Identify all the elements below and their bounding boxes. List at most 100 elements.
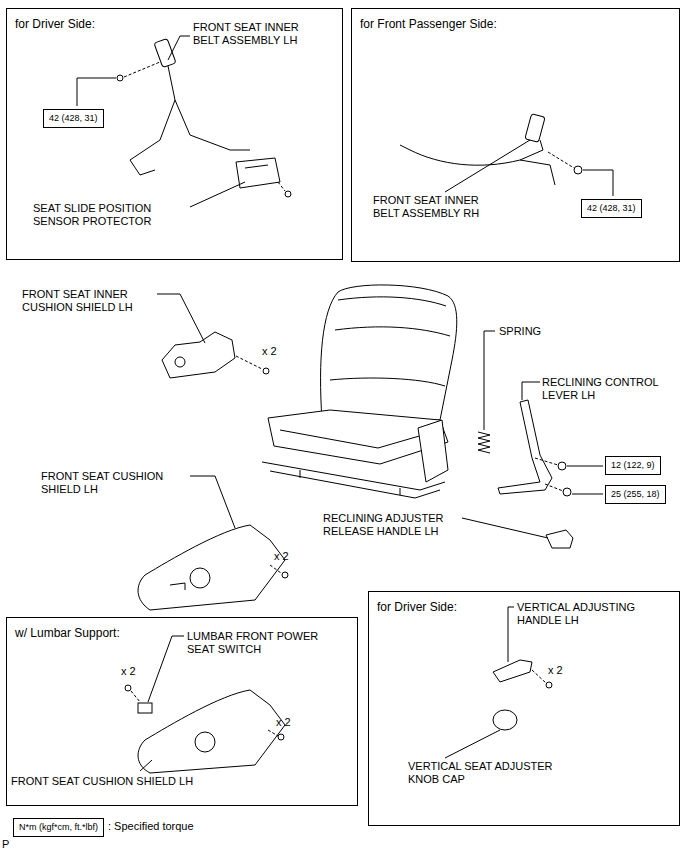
drawing-stroke bbox=[77, 78, 116, 106]
release-handle bbox=[546, 530, 573, 548]
drawing-stroke bbox=[558, 462, 566, 470]
torque-box: 25 (255, 18) bbox=[605, 485, 666, 504]
part-name: FRONT SEAT CUSHION SHIELD LH bbox=[11, 775, 193, 788]
drawing-stroke bbox=[236, 356, 262, 369]
drawing-stroke bbox=[493, 660, 532, 682]
drawing-stroke bbox=[285, 191, 291, 197]
variant-panel: for Driver Side: bbox=[368, 591, 680, 826]
drawing-stroke bbox=[278, 182, 285, 191]
legend-text: : Specified torque bbox=[108, 820, 194, 833]
front-seat bbox=[262, 285, 457, 498]
drawing-stroke bbox=[572, 494, 603, 495]
drawing-stroke bbox=[563, 488, 571, 496]
drawing-stroke bbox=[125, 685, 131, 691]
drawing-stroke bbox=[190, 182, 245, 207]
drawing-stroke bbox=[262, 462, 445, 498]
drawing-stroke bbox=[270, 565, 281, 573]
drawing-stroke bbox=[567, 466, 603, 467]
drawing-stroke bbox=[508, 607, 514, 662]
part-name: FRONT SEAT INNER BELT ASSEMBLY RH bbox=[373, 194, 493, 220]
drawing-stroke bbox=[445, 730, 500, 758]
part-name: FRONT SEAT CUSHION SHIELD LH bbox=[41, 470, 186, 496]
drawing-stroke bbox=[190, 476, 235, 528]
drawing-stroke bbox=[546, 682, 552, 688]
spring bbox=[478, 432, 490, 453]
drawing-stroke bbox=[278, 734, 284, 740]
drawing-stroke bbox=[484, 331, 495, 430]
reclining-lever bbox=[498, 400, 571, 496]
drawing-stroke bbox=[263, 368, 269, 374]
cushion-shield bbox=[138, 525, 288, 610]
drawing-stroke bbox=[445, 140, 530, 192]
drawing-stroke bbox=[138, 703, 152, 713]
drawing-stroke bbox=[268, 730, 278, 736]
part-name: FRONT SEAT INNER BELT ASSEMBLY LH bbox=[193, 21, 315, 47]
quantity-note: x 2 bbox=[276, 716, 291, 729]
torque-value: 42 (428, 31) bbox=[587, 203, 636, 213]
panel-heading: for Front Passenger Side: bbox=[360, 17, 497, 31]
drawing-stroke bbox=[525, 114, 545, 143]
inner-belt-rh bbox=[400, 114, 582, 185]
drawing-stroke bbox=[498, 400, 552, 494]
drawing-stroke bbox=[522, 382, 540, 400]
drawing-stroke bbox=[175, 357, 185, 367]
drawing-stroke bbox=[138, 690, 285, 773]
part-name: LUMBAR FRONT POWER SEAT SWITCH bbox=[187, 630, 347, 656]
torque-value: 12 (122, 9) bbox=[611, 460, 655, 470]
quantity-note: x 2 bbox=[121, 665, 136, 678]
drawing-stroke bbox=[245, 165, 268, 168]
drawing-stroke bbox=[400, 140, 555, 185]
torque-box: 42 (428, 31) bbox=[43, 109, 104, 128]
drawing-stroke bbox=[148, 636, 184, 702]
drawing-stroke bbox=[282, 572, 288, 578]
torque-box: N*m (kgf*cm, ft.*lbf) bbox=[13, 818, 104, 837]
part-name: FRONT SEAT INNER CUSHION SHIELD LH bbox=[22, 288, 147, 314]
panel-heading: for Driver Side: bbox=[377, 600, 457, 614]
vertical-handle bbox=[493, 660, 552, 730]
part-name: RECLINING CONTROL LEVER LH bbox=[542, 376, 672, 402]
drawing-stroke bbox=[583, 170, 613, 196]
drawing-stroke bbox=[138, 525, 285, 610]
variant-panel: for Front Passenger Side: 42 (428, 31) bbox=[351, 8, 680, 262]
leader-lines bbox=[77, 36, 613, 771]
drawing-stroke bbox=[131, 691, 140, 702]
torque-value: 25 (255, 18) bbox=[611, 489, 660, 499]
inner-cushion-shield bbox=[162, 332, 269, 378]
drawing-stroke bbox=[532, 670, 546, 683]
part-name: SPRING bbox=[499, 325, 541, 338]
drawing-stroke bbox=[418, 420, 448, 482]
torque-value: N*m (kgf*cm, ft.*lbf) bbox=[19, 822, 98, 832]
drawing-stroke bbox=[462, 518, 548, 538]
drawing-stroke bbox=[535, 458, 563, 491]
drawing-stroke bbox=[140, 760, 152, 771]
torque-box: 12 (122, 9) bbox=[605, 456, 661, 475]
torque-value: 42 (428, 31) bbox=[49, 113, 98, 123]
panel-heading: w/ Lumbar Support: bbox=[15, 626, 120, 640]
drawing-stroke bbox=[168, 36, 190, 60]
part-name: VERTICAL SEAT ADJUSTER KNOB CAP bbox=[408, 760, 573, 786]
drawing-stroke bbox=[157, 294, 205, 343]
drawing-stroke bbox=[162, 332, 235, 378]
drawing-stroke bbox=[195, 732, 215, 752]
inner-belt-lh bbox=[117, 38, 250, 175]
part-name: VERTICAL ADJUSTING HANDLE LH bbox=[517, 601, 667, 627]
quantity-note: x 2 bbox=[262, 345, 277, 358]
drawing-stroke bbox=[574, 166, 582, 174]
panel-heading: for Driver Side: bbox=[15, 17, 95, 31]
part-name: RECLINING ADJUSTER RELEASE HANDLE LH bbox=[323, 512, 463, 538]
drawing-stroke bbox=[117, 38, 582, 773]
torque-box: 42 (428, 31) bbox=[581, 199, 642, 218]
drawing-stroke bbox=[321, 285, 457, 420]
drawing-stroke bbox=[548, 152, 574, 168]
drawing-stroke bbox=[280, 430, 440, 448]
drawing-stroke bbox=[493, 710, 517, 730]
drawing-stroke bbox=[124, 62, 160, 77]
slide-sensor-protector bbox=[236, 158, 291, 197]
drawing-stroke bbox=[190, 568, 210, 588]
quantity-note: x 2 bbox=[548, 664, 563, 677]
quantity-note: P bbox=[2, 838, 9, 851]
drawing-stroke bbox=[130, 66, 250, 175]
